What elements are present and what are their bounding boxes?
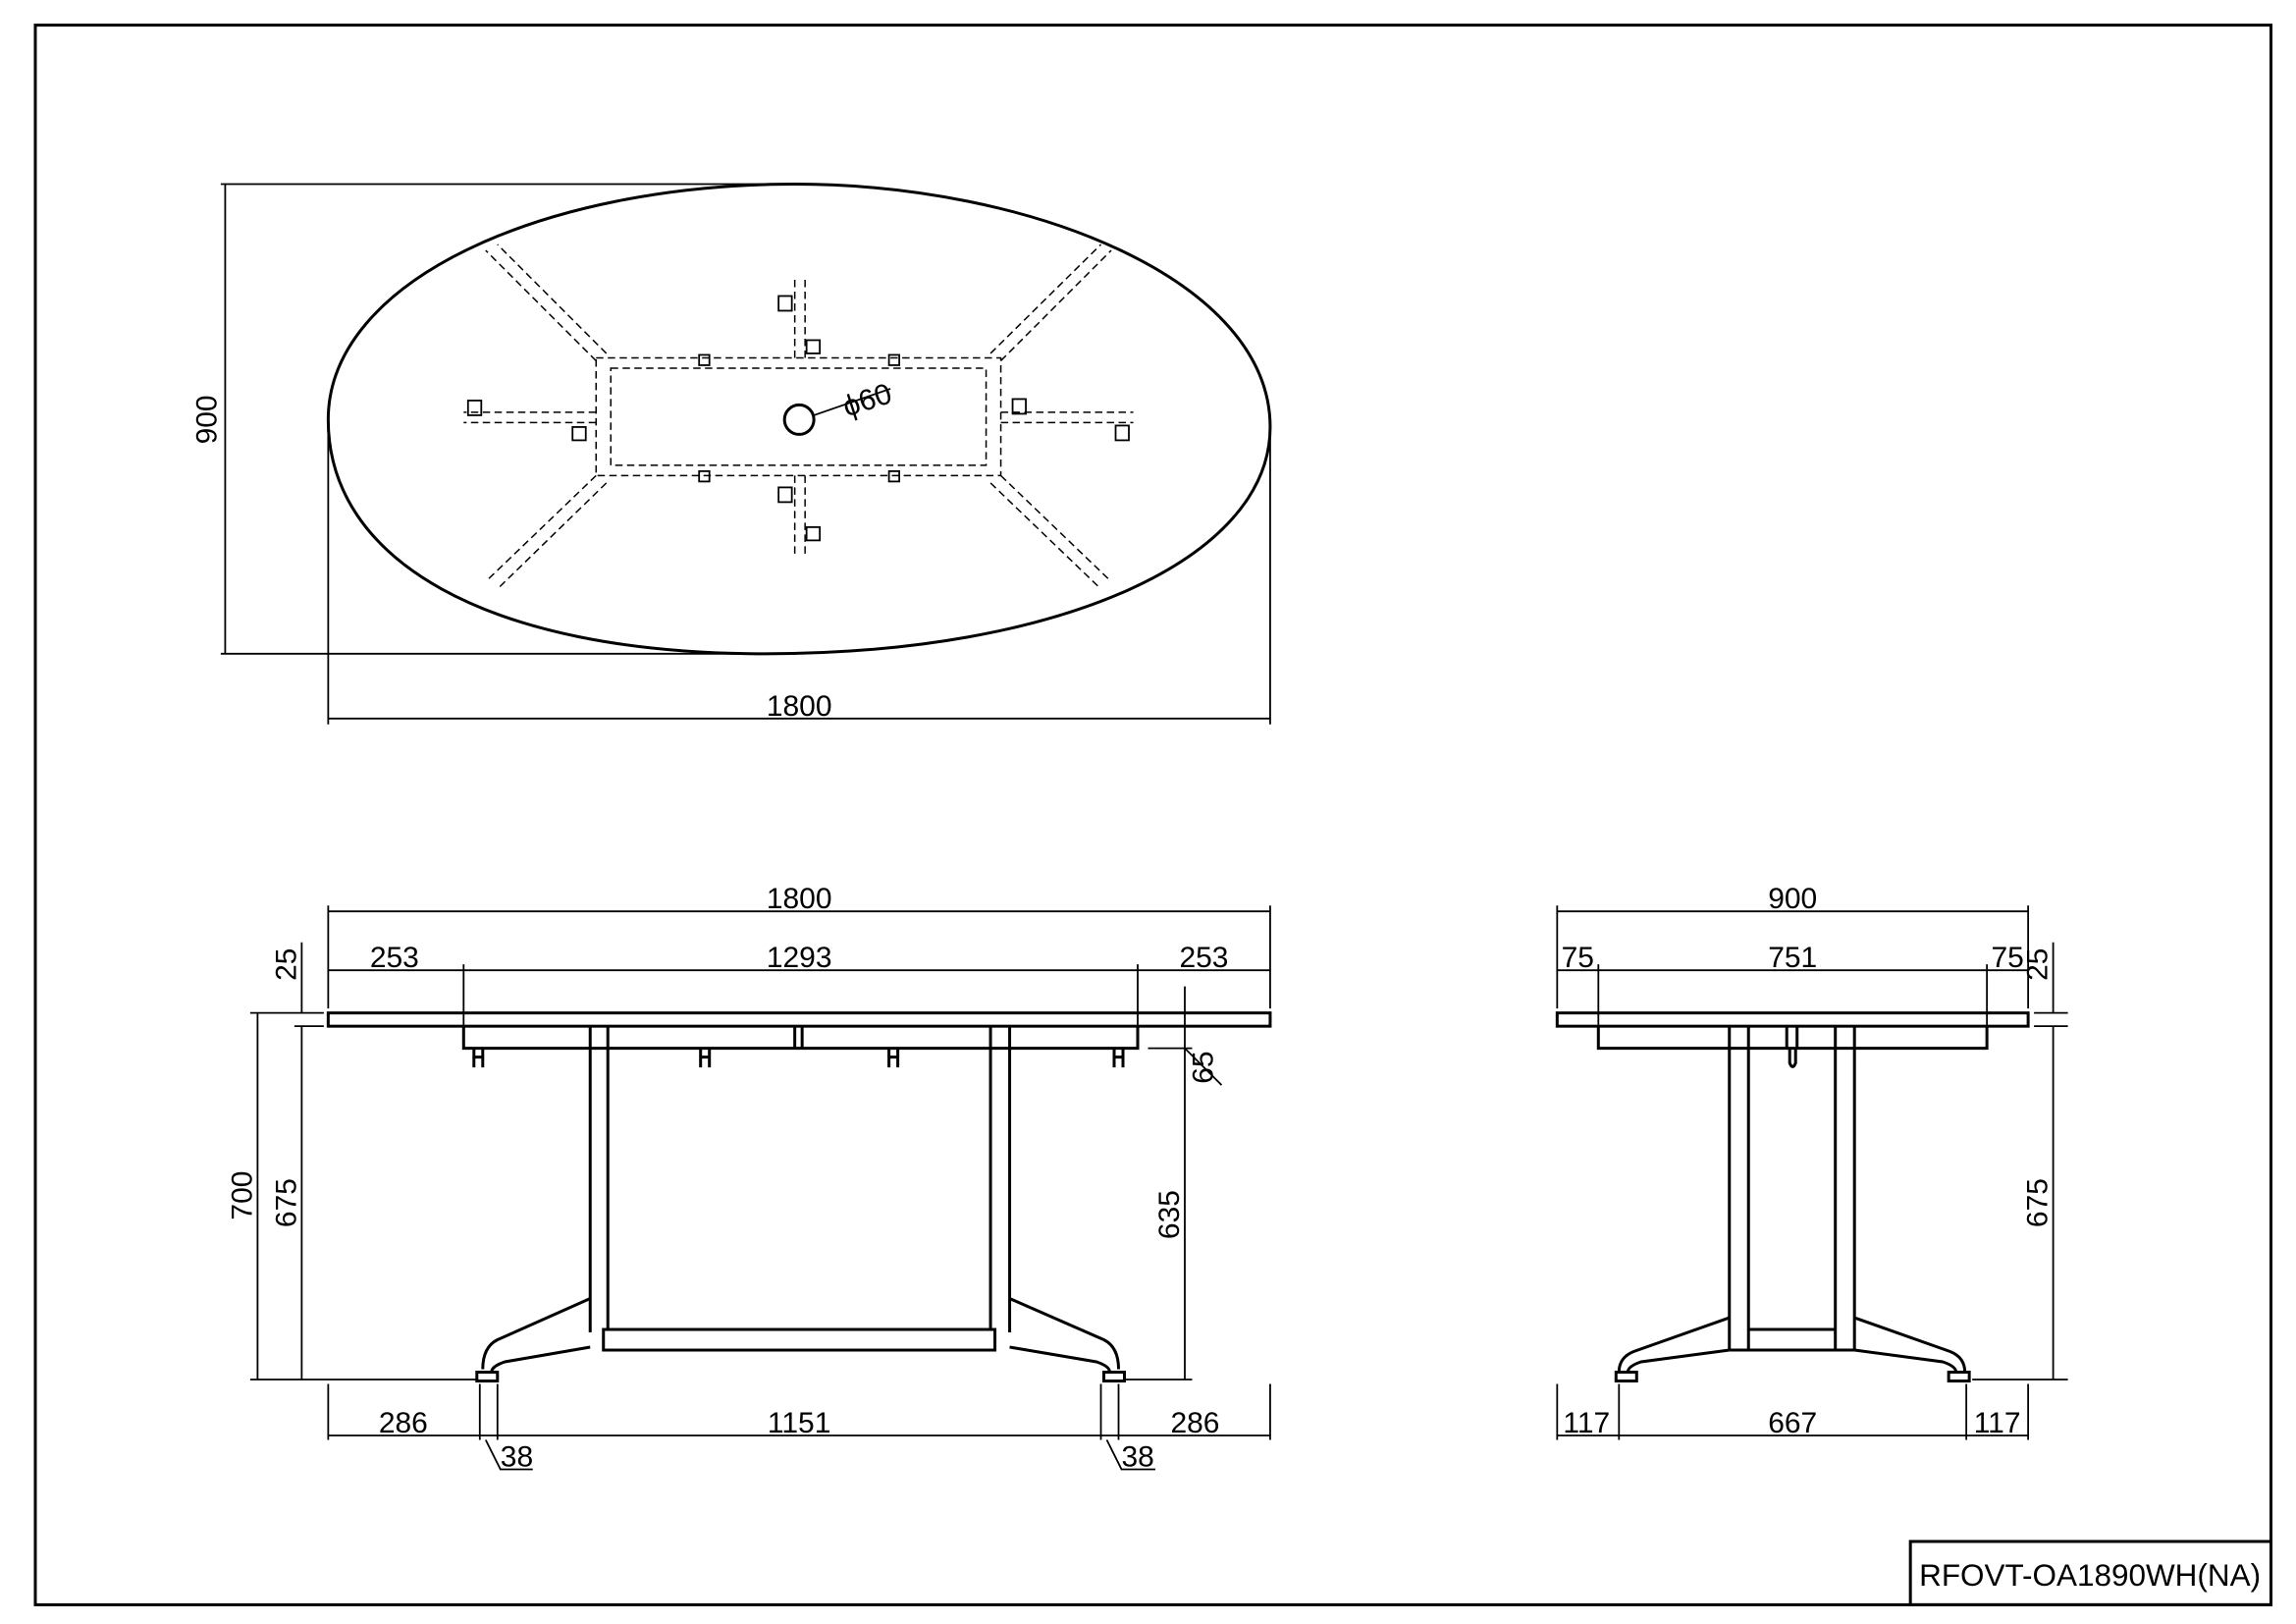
svg-text:675: 675 [2022, 1178, 2055, 1227]
model-number: RFOVT-OA1890WH(NA) [1919, 1558, 2261, 1593]
side-apron [1596, 1026, 1989, 1051]
svg-text:75: 75 [1991, 942, 2023, 974]
front-table-top [326, 1011, 1272, 1028]
svg-text:286: 286 [379, 1407, 428, 1439]
depth-dimension: 900 [190, 183, 795, 655]
svg-text:1293: 1293 [767, 942, 832, 974]
top-view: ϕ60 900 1800 [190, 183, 1272, 725]
table-top-outline [326, 183, 1272, 656]
svg-text:635: 635 [1153, 1190, 1186, 1239]
svg-text:253: 253 [370, 942, 419, 974]
stretcher [602, 1327, 997, 1352]
svg-text:700: 700 [226, 1171, 258, 1220]
svg-text:117: 117 [1974, 1407, 2021, 1439]
feet [481, 1297, 1121, 1373]
svg-text:286: 286 [1170, 1407, 1219, 1439]
svg-text:751: 751 [1768, 942, 1817, 974]
svg-text:900: 900 [1768, 883, 1817, 915]
side-legs [1728, 1026, 1856, 1352]
svg-text:25: 25 [2022, 948, 2055, 981]
svg-text:117: 117 [1563, 1407, 1610, 1439]
svg-text:75: 75 [1562, 942, 1594, 974]
svg-text:38: 38 [501, 1440, 533, 1473]
svg-text:253: 253 [1179, 942, 1228, 974]
svg-text:1800: 1800 [767, 883, 832, 915]
drawing-border [33, 24, 2273, 1606]
svg-text:65: 65 [1187, 1051, 1219, 1083]
hole-diameter-label: ϕ60 [839, 377, 896, 423]
svg-text:675: 675 [270, 1178, 302, 1227]
svg-text:900: 900 [190, 395, 223, 444]
svg-text:1151: 1151 [768, 1407, 830, 1439]
width-dimension: 1800 [327, 419, 1271, 725]
svg-text:1800: 1800 [767, 690, 832, 723]
side-view: 900 75 751 75 25 675 117 667 117 [1555, 883, 2068, 1440]
cable-hole [782, 403, 816, 436]
side-feet [1617, 1316, 1967, 1373]
side-table-top [1555, 1011, 2030, 1028]
svg-text:38: 38 [1122, 1440, 1154, 1473]
legs [588, 1026, 1012, 1333]
svg-text:667: 667 [1768, 1407, 1817, 1439]
base-frame-hidden-lines [463, 244, 1134, 590]
title-block: RFOVT-OA1890WH(NA) [1908, 1540, 2273, 1606]
apron [461, 1026, 1140, 1051]
svg-text:25: 25 [270, 948, 302, 981]
front-view: 1800 253 1293 253 25 700 675 65 635 286 … [226, 883, 1272, 1473]
